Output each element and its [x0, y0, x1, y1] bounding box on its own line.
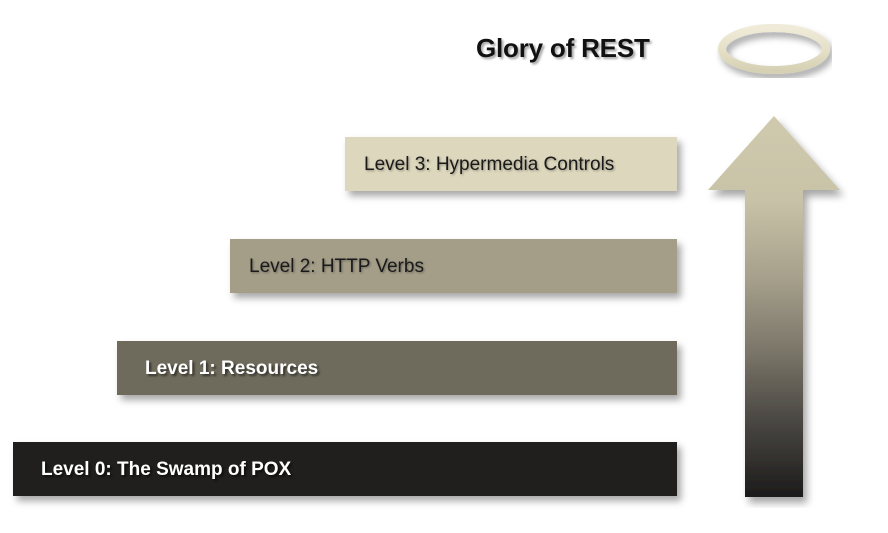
level-bar-3-label: Level 3: Hypermedia Controls [364, 153, 615, 175]
level-bar-3[interactable]: Level 3: Hypermedia Controls [345, 137, 677, 191]
halo-ring-icon [716, 24, 832, 78]
level-bar-2[interactable]: Level 2: HTTP Verbs [230, 239, 677, 293]
page-title: Glory of REST [476, 33, 650, 63]
level-bar-1[interactable]: Level 1: Resources [117, 341, 677, 395]
level-bar-1-label: Level 1: Resources [145, 357, 319, 379]
up-arrow-icon [700, 110, 848, 508]
level-bar-0-label: Level 0: The Swamp of POX [41, 458, 292, 480]
level-bar-2-label: Level 2: HTTP Verbs [249, 255, 424, 277]
level-bar-0[interactable]: Level 0: The Swamp of POX [13, 442, 677, 496]
